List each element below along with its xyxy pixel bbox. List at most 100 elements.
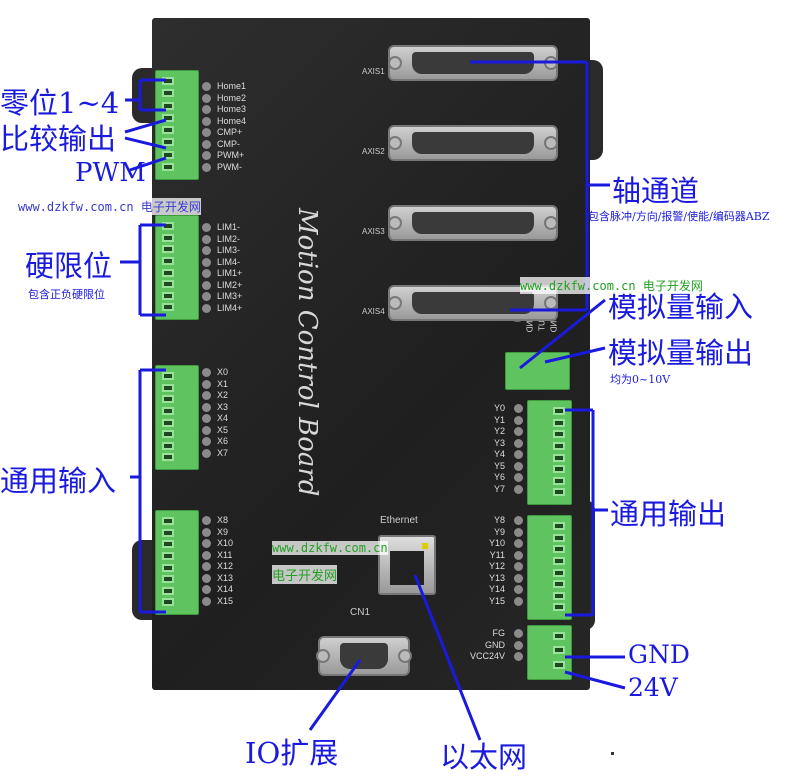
led-indicator (202, 562, 211, 571)
terminal-slot (162, 89, 174, 98)
led-indicator (202, 246, 211, 255)
pin-label: Home1 (217, 81, 247, 91)
terminal-slot (553, 660, 565, 669)
pin-label: Y5 (493, 460, 505, 471)
home-cmp-pwm-terminal[interactable] (155, 70, 199, 180)
pin-label: X14 (217, 584, 234, 594)
annotation-general-output: 通用输出 (610, 497, 727, 531)
watermark-url: www.dzkfw.com.cn (272, 541, 388, 555)
led-indicator (202, 448, 211, 458)
terminal-slot (162, 303, 174, 312)
terminal-slot (162, 138, 174, 147)
annotation-analog-note: 均为0~10V (610, 373, 671, 386)
watermark: www.dzkfw.com.cn 电子开发网 (18, 198, 201, 215)
terminal-slot (162, 406, 174, 415)
annotation-home: 零位1~4 (0, 86, 120, 120)
led-indicator (202, 139, 211, 149)
led-indicator (202, 257, 211, 267)
annotation-ethernet: 以太网 (440, 740, 528, 774)
led-indicator (514, 652, 523, 661)
pin-label: GND (485, 639, 505, 650)
pin-label: FG (492, 628, 506, 638)
led-indicator (202, 596, 211, 606)
terminal-slot (162, 256, 174, 265)
pin-label: LIM4+ (217, 302, 243, 313)
pin-label: X11 (217, 549, 233, 560)
led-indicator (514, 539, 523, 548)
pin-label: Y10 (488, 538, 505, 548)
annotation-analog-out: 模拟量输出 (608, 336, 754, 370)
axis-db25-connector[interactable] (388, 205, 558, 241)
pin-label: CMP+ (217, 127, 243, 137)
axis-label: AXIS3 (362, 227, 385, 236)
pin-label: Y12 (488, 561, 505, 571)
led-indicator (514, 438, 523, 448)
terminal-slot (553, 522, 565, 530)
terminal-slot (553, 591, 565, 600)
ethernet-port[interactable] (378, 535, 436, 595)
terminal-slot (162, 575, 174, 584)
pin-label: Y11 (489, 549, 505, 560)
pin-label: LIM3+ (217, 291, 243, 301)
terminal-slot (162, 517, 174, 525)
axis-label: AXIS1 (362, 67, 385, 76)
terminal-slot (553, 632, 565, 640)
led-indicator (514, 596, 523, 606)
terminal-slot (162, 453, 174, 462)
input-terminal-x0-x7[interactable] (155, 365, 199, 470)
terminal-slot (553, 556, 565, 565)
terminal-slot (553, 476, 565, 485)
pin-label: VCC24V (469, 651, 505, 661)
pin-label: Y13 (488, 572, 505, 583)
led-indicator (202, 223, 211, 232)
pin-label: Y7 (493, 483, 505, 494)
pin-label: X6 (217, 436, 229, 446)
pin-label: X2 (217, 390, 229, 400)
terminal-slot (162, 540, 174, 549)
pin-label: Home3 (217, 104, 247, 114)
pin-label: Home4 (217, 115, 247, 126)
terminal-slot (553, 568, 565, 577)
pin-label: Y1 (493, 414, 505, 425)
led-indicator (514, 573, 523, 583)
terminal-slot (162, 418, 174, 427)
watermark: www.dzkfw.com.cn 电子开发网 (520, 277, 703, 294)
pin-label: Y6 (493, 472, 505, 482)
terminal-slot (553, 646, 565, 655)
limit-terminal[interactable] (155, 215, 199, 320)
led-indicator (202, 82, 211, 91)
pin-label: X13 (217, 572, 234, 583)
terminal-slot (553, 533, 565, 542)
led-indicator (202, 280, 211, 290)
led-indicator (202, 303, 211, 313)
led-indicator (202, 379, 211, 389)
pin-label: X7 (217, 447, 229, 458)
pin-label: LIM2- (217, 233, 241, 244)
terminal-slot (553, 545, 565, 554)
output-terminal-y8-y15[interactable] (527, 515, 572, 620)
led-indicator (202, 437, 211, 446)
terminal-slot (162, 563, 174, 572)
led-indicator (202, 585, 211, 594)
terminal-slot (162, 372, 174, 380)
output-terminal-y0-y7[interactable] (527, 400, 572, 505)
pin-label: Y14 (488, 584, 505, 594)
pin-label: X9 (217, 526, 229, 537)
terminal-slot (162, 551, 174, 560)
pin-label: LIM4- (217, 256, 241, 267)
terminal-slot (162, 598, 174, 607)
watermark-name: 电子开发网 (272, 565, 338, 584)
terminal-slot (553, 430, 565, 439)
power-terminal[interactable] (527, 625, 572, 680)
led-indicator (202, 550, 211, 560)
axis-db25-connector[interactable] (388, 125, 558, 161)
led-indicator (202, 105, 211, 114)
pin-label: X1 (217, 378, 229, 389)
cn1-db9-connector[interactable] (316, 636, 412, 676)
annotation-axis-note: 包含脉冲/方向/报警/使能/编码器ABZ (588, 210, 770, 223)
led-indicator (514, 527, 523, 537)
pin-label: X3 (217, 401, 229, 412)
led-indicator (202, 539, 211, 548)
input-terminal-x8-x15[interactable] (155, 510, 199, 615)
annotation-general-input: 通用输入 (0, 464, 117, 498)
